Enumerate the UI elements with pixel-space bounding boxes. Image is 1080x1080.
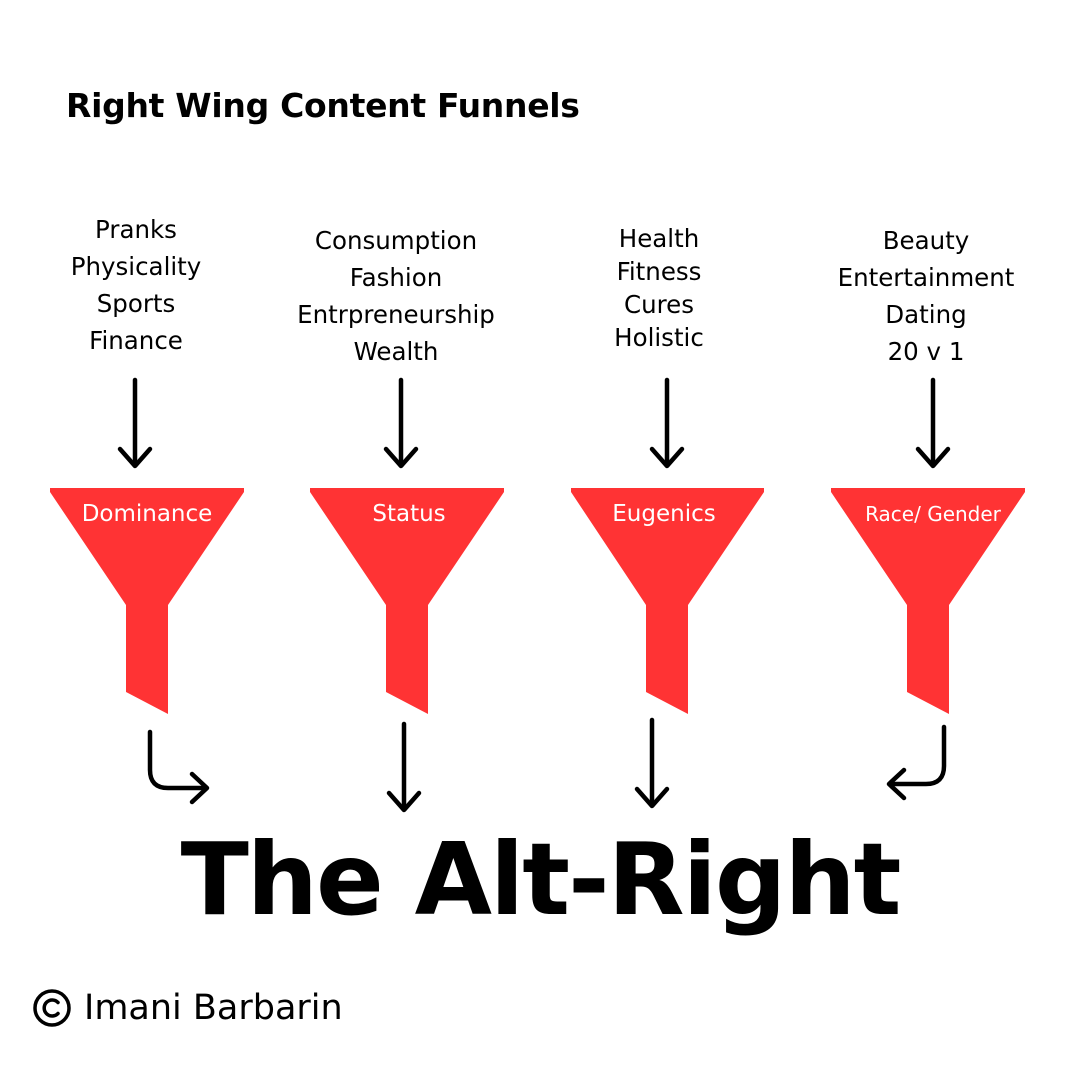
- funnel-eugenics: [571, 488, 764, 714]
- funnel-dominance: [50, 488, 244, 714]
- topic-item: 20 v 1: [887, 337, 965, 366]
- topic-item: Physicality: [70, 252, 202, 281]
- topic-item: Health: [618, 224, 700, 253]
- arrow-down-icon: [637, 720, 667, 806]
- curved-arrow-right-icon: [147, 729, 210, 805]
- topic-item: Beauty: [882, 226, 970, 255]
- topic-list-status: Consumption Fashion Entrpreneurship Weal…: [297, 222, 495, 370]
- topic-item: Entrpreneurship: [297, 300, 495, 329]
- topic-item: Sports: [96, 289, 176, 318]
- arrow-down-icon: [918, 380, 948, 466]
- topic-item: Holistic: [614, 323, 704, 352]
- funnel-label-eugenics: Eugenics: [612, 501, 716, 527]
- arrow-down-icon: [652, 380, 682, 466]
- topic-item: Cures: [623, 290, 694, 319]
- topic-list-dominance: Pranks Physicality Sports Finance: [71, 211, 202, 359]
- arrow-down-icon: [120, 380, 150, 466]
- topic-item: Dating: [885, 300, 967, 329]
- copyright-icon: [33, 989, 71, 1027]
- result-title: The Alt-Right: [180, 821, 902, 938]
- topic-list-race-gender: Beauty Entertainment Dating 20 v 1: [838, 222, 1015, 370]
- curved-arrow-left-icon: [886, 724, 947, 801]
- funnel-label-race-gender: Race/ Gender: [865, 502, 1001, 526]
- funnel-status: [310, 488, 504, 714]
- topic-item: Pranks: [95, 215, 177, 244]
- arrow-down-icon: [386, 380, 416, 466]
- diagram-title: Right Wing Content Funnels: [66, 86, 580, 125]
- funnel-race-gender: [831, 488, 1025, 714]
- funnel-label-dominance: Dominance: [81, 501, 213, 527]
- arrow-down-icon: [389, 724, 419, 810]
- topic-item: Finance: [89, 326, 183, 355]
- topic-item: Consumption: [314, 226, 478, 255]
- funnel-label-status: Status: [372, 501, 446, 527]
- topic-item: Wealth: [353, 337, 439, 366]
- topic-item: Fitness: [616, 257, 702, 286]
- credit-author: Imani Barbarin: [84, 988, 343, 1028]
- credit: Imani Barbarin: [32, 988, 343, 1028]
- topic-item: Entertainment: [837, 263, 1015, 292]
- topic-list-eugenics: Health Fitness Cures Holistic: [614, 222, 704, 354]
- topic-item: Fashion: [349, 263, 443, 292]
